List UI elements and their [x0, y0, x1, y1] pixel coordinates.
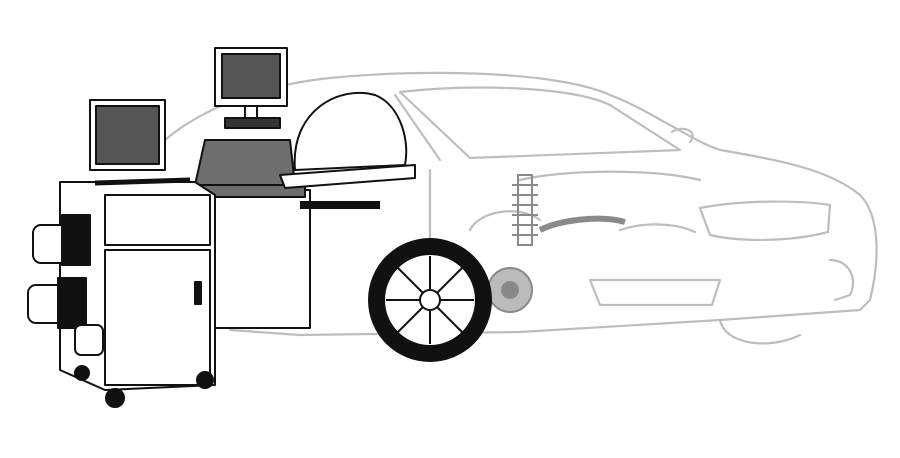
car-grille — [698, 200, 832, 242]
car-lower-grille — [588, 278, 722, 307]
alignment-console — [194, 47, 311, 329]
tire — [368, 238, 492, 362]
rim-spokes — [386, 256, 474, 344]
car-outline — [163, 71, 878, 345]
alignment-sensor-heads — [27, 214, 104, 356]
suspension-assembly — [487, 174, 626, 313]
tray-with-helmet — [279, 91, 416, 209]
car-headlight — [618, 223, 697, 234]
